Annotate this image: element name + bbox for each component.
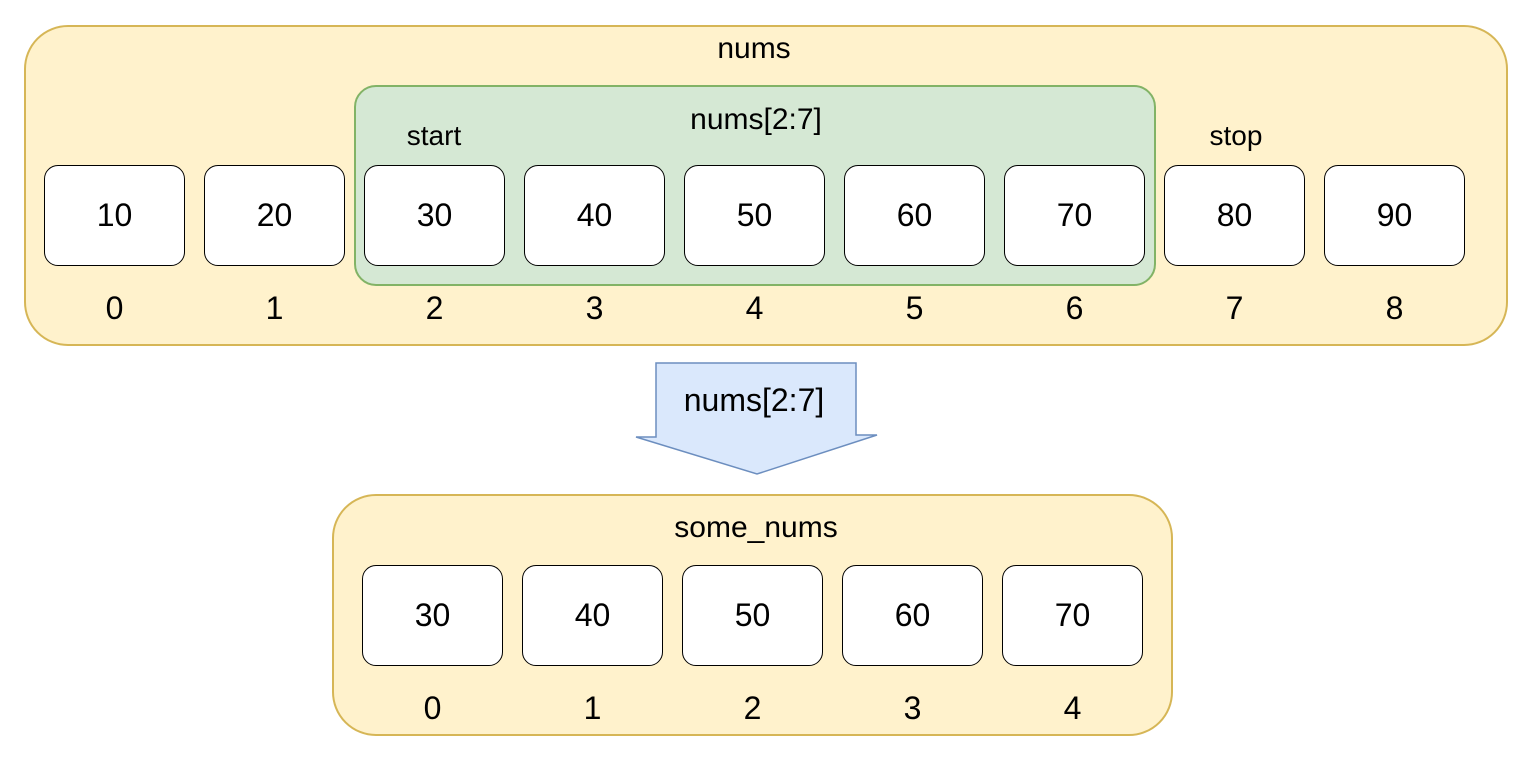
nums-index: 6 bbox=[1065, 290, 1084, 326]
some-nums-index: 0 bbox=[423, 690, 442, 726]
nums-cell: 50 bbox=[684, 165, 825, 266]
some-nums-cell: 40 bbox=[522, 565, 663, 666]
nums-cell: 90 bbox=[1324, 165, 1465, 266]
nums-index: 0 bbox=[105, 290, 124, 326]
nums-index: 8 bbox=[1385, 290, 1404, 326]
nums-cell: 80 bbox=[1164, 165, 1305, 266]
nums-index: 7 bbox=[1225, 290, 1244, 326]
nums-cell: 30 bbox=[364, 165, 505, 266]
some-nums-cell: 70 bbox=[1002, 565, 1143, 666]
nums-cell: 10 bbox=[44, 165, 185, 266]
some-nums-cell: 60 bbox=[842, 565, 983, 666]
nums-index: 2 bbox=[425, 290, 444, 326]
some-nums-index: 1 bbox=[583, 690, 602, 726]
stop-label: stop bbox=[1209, 120, 1263, 151]
nums-index: 5 bbox=[905, 290, 924, 326]
nums-title: nums bbox=[717, 32, 791, 65]
some-nums-cell: 50 bbox=[682, 565, 823, 666]
nums-cell: 70 bbox=[1004, 165, 1145, 266]
nums-cell: 60 bbox=[844, 165, 985, 266]
some-nums-index: 3 bbox=[903, 690, 922, 726]
nums-cell: 40 bbox=[524, 165, 665, 266]
some-nums-index: 2 bbox=[743, 690, 762, 726]
nums-index: 3 bbox=[585, 290, 604, 326]
some-nums-index: 4 bbox=[1063, 690, 1082, 726]
some-nums-cell: 30 bbox=[362, 565, 503, 666]
some-nums-title: some_nums bbox=[674, 511, 838, 544]
nums-index: 4 bbox=[745, 290, 764, 326]
start-label: start bbox=[406, 120, 462, 151]
nums-cell: 20 bbox=[204, 165, 345, 266]
arrow-label: nums[2:7] bbox=[683, 382, 825, 418]
slice-label: nums[2:7] bbox=[690, 103, 822, 136]
nums-index: 1 bbox=[265, 290, 284, 326]
